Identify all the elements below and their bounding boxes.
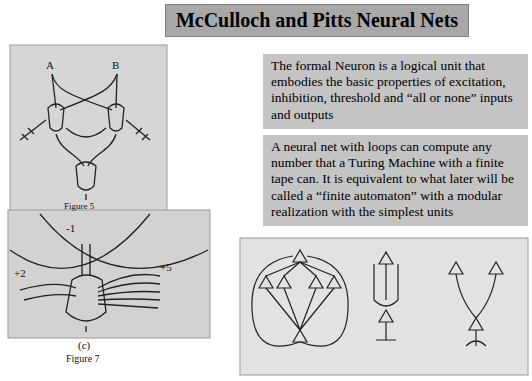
panel-text: A neural net with loops can compute any … bbox=[271, 139, 520, 220]
figure-7-photo bbox=[8, 210, 210, 338]
text-panel: A neural net with loops can compute any … bbox=[263, 135, 528, 226]
text-panel: The formal Neuron is a logical unit that… bbox=[263, 54, 528, 129]
weight-value: +5 bbox=[160, 262, 172, 273]
slide-title: McCulloch and Pitts Neural Nets bbox=[165, 4, 469, 37]
weight-value: +2 bbox=[14, 268, 26, 279]
panel-text: The formal Neuron is a logical unit that… bbox=[271, 58, 520, 123]
network-photo bbox=[240, 238, 528, 375]
figure-caption: Figure 5 bbox=[64, 202, 94, 211]
panel-letter: (c) bbox=[76, 340, 92, 351]
figure-caption: Figure 7 bbox=[66, 354, 100, 364]
input-label: B bbox=[112, 60, 119, 71]
input-label: A bbox=[46, 60, 54, 71]
threshold-value: -1 bbox=[66, 223, 75, 234]
figure-5-photo bbox=[10, 45, 167, 217]
